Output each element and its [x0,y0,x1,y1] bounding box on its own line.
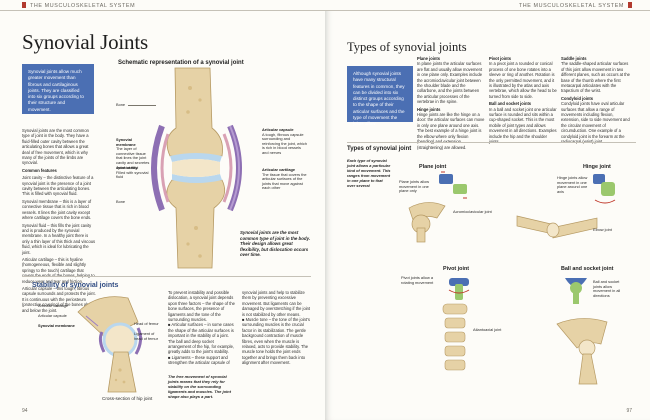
hinge-joint-label: Elbow joint [593,227,612,232]
page-number-left: 94 [22,408,28,414]
feature-item: Articular capsule – this tough, fibrous … [22,285,96,313]
hip-illustration [556,318,608,385]
col-heading: Pivot joints [489,56,512,61]
label-joint-cavity: Joint cavity Filled with synovial fluid [116,165,152,180]
pivot-joint-note: Pivot joints allow a rotating movement [401,275,434,285]
label-desc: Filled with synovial fluid [116,169,149,180]
col-text: In a ball and socket joint one articular… [489,106,557,144]
label-desc: The tissue that covers the articular sur… [262,171,307,191]
section-tag-text: The Musculoskeletal System [518,3,624,9]
pivot-joint-diagram [448,278,470,300]
col-heading: Hinge joints [417,106,441,112]
plane-joint-diagram [439,171,467,199]
plane-joint-label: Acromioclavicular joint [453,209,492,214]
col-text: Hinge joints are like the hinge on a doo… [417,112,485,150]
feature-item: Joint cavity – the distinctive feature o… [22,175,94,197]
col-text: In a pivot joint a rounded or conical pr… [489,61,557,99]
types-box-heading: Types of synovial joint [347,146,412,152]
intro-paragraph: Synovial joints are the most common type… [22,128,89,166]
section-tag-left: The Musculoskeletal System [22,2,135,9]
stability-text-col2: synovial joints and help to stabilize th… [242,290,311,366]
label-desc: A tough, fibrous capsule surrounding and… [262,131,307,155]
label-title: Synovial membrane [38,323,75,328]
label-title: Articular cartilage [262,167,296,172]
label-articular-cartilage-hip: Articular cartilage [38,303,69,308]
ball-socket-note: Ball and socket joints allow movement in… [593,279,621,298]
schematic-heading: Schematic representation of a synovial j… [118,60,244,66]
hinge-joint-title: Hinge joint [583,164,611,170]
feature-item: Synovial membrane – this is a layer of c… [22,198,92,221]
col-text: In plane joints the articular surfaces a… [417,61,483,105]
leader-line [128,105,156,106]
col-heading: Plane joints [417,56,440,61]
label-articular-cartilage: Articular cartilage The tissue that cove… [262,167,308,191]
hip-joint-illustration [77,296,143,393]
feature-item: Synovial fluid – this fills the joint ca… [22,222,96,255]
label-articular-capsule-hip: Articular capsule [38,313,67,318]
pivot-joint-label: Atlantoaxial joint [473,327,502,332]
section-tag-right: The Musculoskeletal System [519,2,632,9]
spine-illustration [442,303,468,371]
common-features-heading: Common features [22,168,96,173]
running-header [325,0,650,11]
ball-socket-title: Ball and socket joint [561,266,614,272]
stability-heading: Stability of synovial joints [32,282,119,289]
plane-joint-note: Plane joints allow movement in one plane… [399,179,430,194]
hip-caption: Cross-section of hip joint [102,396,153,401]
label-head-of-femur: Head of femur [134,321,159,326]
types-callout: Although synovial joints have many struc… [347,66,413,126]
intro-callout: Synovial joints allow much greater movem… [22,64,94,114]
page-title: Synovial Joints [22,30,148,54]
ball-socket-diagram [565,278,587,304]
page-number-right: 97 [626,408,632,414]
label-bone-top: Bone [116,102,126,107]
common-features-heading-text: Common features [22,167,57,173]
col-heading: Ball and socket joints [489,101,532,107]
right-page: The Musculoskeletal System Types of syno… [325,0,650,420]
col-text: The saddle-shaped articular surfaces of … [561,61,630,94]
label-articular-capsule: Articular capsule A tough, fibrous capsu… [262,127,308,156]
plane-joint-title: Plane joint [419,164,447,170]
divider [347,142,636,143]
hinge-joint-note: Hinge joints allow movement in one plane… [557,175,588,194]
types-box-intro: Each type of synovial joint allows a par… [347,158,391,188]
page-title: Types of synovial joints [347,40,467,54]
label-ligament-head-of-femur: Ligament of head of femur [134,331,159,341]
hinge-joint-diagram [593,174,616,204]
section-tag-text: The Musculoskeletal System [30,3,136,9]
label-desc: The layer of connective tissue that line… [116,146,150,170]
col-heading: Saddle joints [561,56,587,61]
left-page: The Musculoskeletal System Synovial Join… [0,0,325,414]
stability-note: The free movement of synovial joints mea… [168,374,231,399]
label-title: Articular capsule [262,127,294,132]
label-synovial-membrane: Synovial membrane The layer of connectiv… [116,137,152,170]
label-title: Synovial membrane [116,137,136,147]
elbow-illustration [516,215,598,239]
synovial-joint-illustration [151,67,242,269]
pivot-joint-title: Pivot joint [443,266,470,272]
divider [22,276,311,277]
running-header [0,0,325,11]
stability-text-col1: To prevent instability and possible disl… [168,290,235,366]
schematic-note: Synovial joints are the most common type… [240,230,311,258]
col-heading: Condyloid joints [561,95,594,101]
label-bone-bottom: Bone [116,199,126,204]
col-text: Condyloid joints have oval articular sur… [561,101,630,144]
shoulder-illustration [408,202,446,243]
feature-item: Articular cartilage – this is hyaline (h… [22,256,95,284]
label-synovial-membrane-hip: Synovial membrane [38,323,75,329]
label-title: Joint cavity [116,165,138,170]
intro-text-column: Synovial joints are the most common type… [22,128,96,315]
